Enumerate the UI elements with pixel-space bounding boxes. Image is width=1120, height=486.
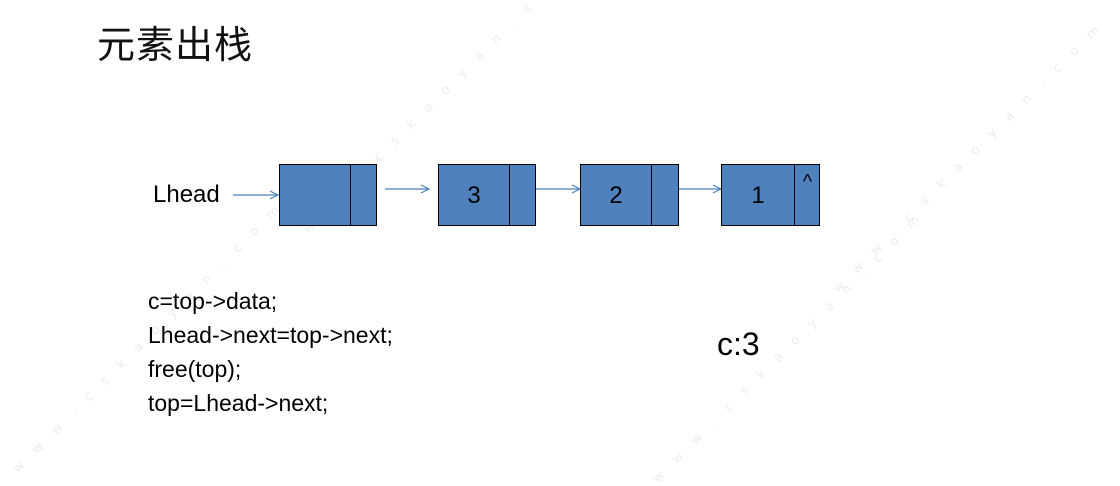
list-node: 3: [438, 164, 536, 226]
node-divider: [651, 165, 652, 225]
list-node-head: [279, 164, 377, 226]
node-divider: [509, 165, 510, 225]
node-data: 2: [609, 182, 623, 209]
slide-title: 元素出栈: [97, 23, 254, 67]
head-pointer-label: Lhead: [153, 181, 220, 208]
code-line: top=Lhead->next;: [148, 390, 329, 416]
node-data: 1: [751, 182, 765, 209]
code-line: free(top);: [148, 356, 242, 382]
code-line: Lhead->next=top->next;: [148, 322, 393, 348]
code-line: c=top->data;: [148, 288, 278, 314]
code-block: c=top->data; Lhead->next=top->next; free…: [148, 284, 393, 420]
list-node-tail: 1 ^: [721, 164, 820, 226]
node-data: 3: [467, 182, 481, 209]
link-arrows: [233, 0, 1120, 429]
node-divider: [794, 165, 795, 225]
null-pointer-symbol: ^: [802, 171, 813, 193]
list-node: 2: [580, 164, 679, 226]
node-data: [280, 165, 350, 225]
result-value: c:3: [717, 326, 760, 362]
node-divider: [350, 165, 351, 225]
